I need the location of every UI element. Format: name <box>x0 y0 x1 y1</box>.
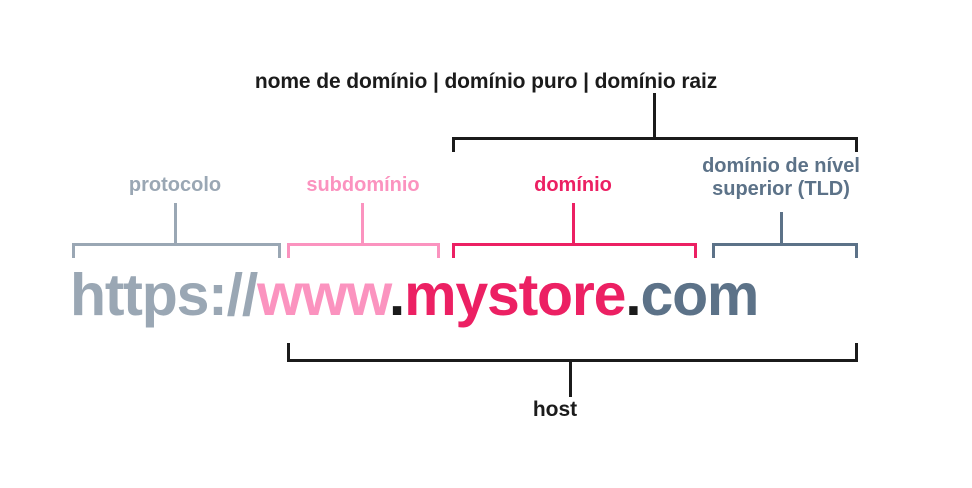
protocol-bracket <box>72 203 281 261</box>
tld-label: domínio de nível superior (TLD) <box>702 155 860 201</box>
domain-label: domínio <box>534 174 612 196</box>
url-tld-segment: com <box>640 262 759 328</box>
domain-bracket-tick-right <box>694 243 697 258</box>
host-bracket-tick-right <box>855 343 858 362</box>
url-dot-separator-2: . <box>625 262 641 328</box>
url-domain-segment: mystore <box>404 262 626 328</box>
tld-bracket <box>712 212 858 261</box>
subdomain-label: subdomínio <box>306 174 420 196</box>
tld-bracket-bar <box>712 243 858 246</box>
subdomain-bracket-tick-left <box>287 243 290 258</box>
subdomain-bracket-bar <box>287 243 440 246</box>
protocol-bracket-bar <box>72 243 281 246</box>
tld-bracket-tick-right <box>855 243 858 258</box>
host-bracket-stem <box>569 359 572 397</box>
host-bracket <box>287 340 858 397</box>
subdomain-bracket-stem <box>361 203 364 243</box>
domain-name-group-label: nome de domínio | domínio puro | domínio… <box>254 70 718 93</box>
domain-bracket <box>452 203 697 261</box>
tld-bracket-stem <box>780 212 783 243</box>
domain-name-bracket-bar <box>452 137 858 140</box>
protocol-bracket-tick-left <box>72 243 75 258</box>
host-bracket-tick-left <box>287 343 290 362</box>
host-group-label: host <box>532 398 578 421</box>
domain-name-bracket-tick-left <box>452 137 455 152</box>
protocol-bracket-tick-right <box>278 243 281 258</box>
domain-name-bracket <box>452 93 858 155</box>
url-dot-separator-1: . <box>388 262 405 328</box>
url-text: https://www.mystore.com <box>70 266 759 325</box>
protocol-bracket-stem <box>174 203 177 243</box>
tld-bracket-tick-left <box>712 243 715 258</box>
domain-bracket-tick-left <box>452 243 455 258</box>
domain-bracket-stem <box>572 203 575 243</box>
url-protocol-segment: https:// <box>70 262 258 328</box>
protocol-label: protocolo <box>128 174 222 196</box>
domain-bracket-bar <box>452 243 697 246</box>
host-bracket-bar <box>287 359 858 362</box>
subdomain-bracket <box>287 203 440 261</box>
domain-name-bracket-tick-right <box>855 137 858 152</box>
url-subdomain-segment: www <box>257 262 390 328</box>
subdomain-bracket-tick-right <box>437 243 440 258</box>
domain-name-bracket-stem <box>653 93 656 139</box>
